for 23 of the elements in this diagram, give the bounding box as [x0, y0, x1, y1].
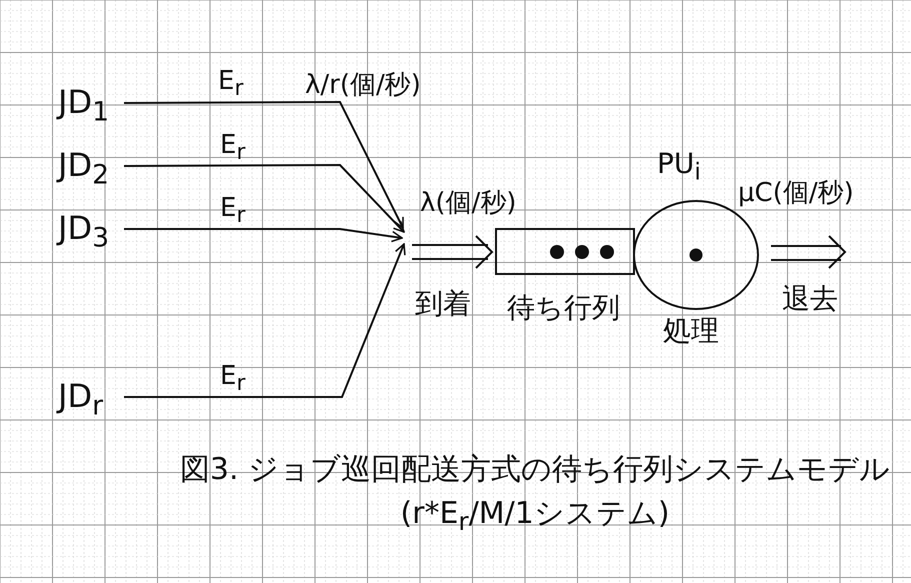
source-label: JD$_{2}$	[58, 149, 118, 183]
caption-label: 処理	[663, 317, 719, 345]
text-label: λ/r(個/秒)	[305, 72, 421, 98]
source-label: JD$_{1}$	[58, 86, 118, 120]
edge-label: E$_{r}$	[220, 132, 246, 164]
text-label: 退去	[782, 285, 838, 313]
arrow	[124, 164, 405, 233]
source-label: JD$_{3}$	[58, 212, 118, 246]
text-label: 到着	[415, 290, 471, 318]
figure-caption: 図3. ジョブ巡回配送方式の待ち行列システムモデル (r*E$_{r}$/M/1システム)	[178, 451, 892, 538]
edge-label: E$_{r}$	[220, 363, 246, 395]
arrow	[124, 228, 403, 242]
edge-label: μC(個/秒)	[738, 180, 854, 206]
edge-label: E$_{r}$	[220, 195, 246, 227]
double-arrow	[411, 235, 494, 269]
edge-label: λ(個/秒)	[420, 190, 516, 216]
source-label: JD$_{r}$	[58, 380, 118, 414]
arrow	[124, 243, 406, 398]
arrow	[124, 101, 404, 229]
caption-label: 待ち行列	[507, 294, 620, 322]
double-arrow	[770, 235, 846, 269]
caption-label: PU$_{i}$	[657, 150, 701, 184]
edge-label: E$_{r}$	[218, 68, 244, 100]
